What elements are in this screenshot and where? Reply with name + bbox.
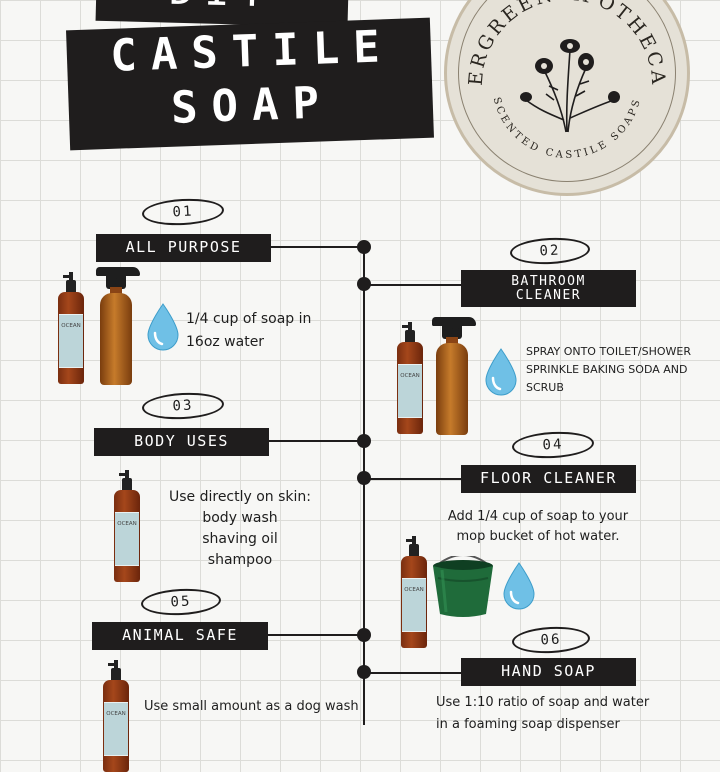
step-desc-01: 1/4 cup of soap in 16oz water (186, 308, 346, 354)
soap-pump-bottle: OCEAN (114, 470, 140, 582)
soap-pump-bottle: OCEAN (103, 660, 129, 772)
desc-line: mop bucket of hot water. (456, 529, 620, 544)
timeline-spine (363, 245, 365, 725)
desc-line: SCRUB (526, 381, 564, 394)
step-label-all-purpose: ALL PURPOSE (96, 234, 271, 262)
desc-line: Use small amount as a dog wash (144, 699, 359, 714)
step-label-hand-soap: HAND SOAP (461, 658, 636, 686)
desc-line: SPRAY ONTO TOILET/SHOWER (526, 345, 691, 358)
desc-line: body wash (202, 510, 278, 526)
desc-line: shampoo (207, 552, 273, 568)
desc-line: 1/4 cup of soap in (186, 311, 312, 327)
step-label-body-uses: BODY USES (94, 428, 269, 456)
desc-line: shaving oil (202, 531, 278, 547)
step-desc-02: SPRAY ONTO TOILET/SHOWER SPRINKLE BAKING… (526, 343, 716, 397)
connector-01 (270, 246, 362, 248)
water-drop-icon (485, 348, 517, 396)
spray-bottle (432, 315, 478, 435)
step-number-02: 02 (509, 235, 591, 267)
step-number-04: 04 (511, 429, 595, 461)
step-label-bathroom-cleaner: BATHROOM CLEANER (461, 270, 636, 307)
water-drop-icon (503, 562, 535, 610)
connector-06 (364, 672, 462, 674)
desc-line: Add 1/4 cup of soap to your (447, 509, 629, 524)
step-number-06: 06 (511, 624, 591, 656)
desc-line: 16oz water (186, 334, 265, 350)
soap-pump-bottle: OCEAN (401, 536, 427, 648)
step-label-floor-cleaner: FLOOR CLEANER (461, 465, 636, 493)
desc-line: in a foaming soap dispenser (436, 717, 620, 732)
connector-02 (364, 284, 462, 286)
step-label-animal-safe: ANIMAL SAFE (92, 622, 268, 650)
step-desc-03: Use directly on skin: body wash shaving … (160, 487, 320, 571)
bottle-label: OCEAN (398, 364, 422, 418)
logo-arc-top: EVERGREEN APOTHECARY (444, 0, 666, 88)
soap-pump-bottle: OCEAN (397, 322, 423, 434)
mop-bucket-icon (433, 556, 493, 617)
connector-04 (364, 478, 462, 480)
timeline-dot-05 (357, 628, 371, 642)
soap-pump-bottle: OCEAN (58, 272, 84, 384)
desc-line: Use directly on skin: (168, 489, 312, 505)
timeline-dot-03 (357, 434, 371, 448)
bottle-label: OCEAN (104, 702, 128, 756)
bottle-label: OCEAN (402, 578, 426, 632)
spray-bottle (96, 265, 142, 385)
step-number-03: 03 (141, 390, 225, 422)
svg-text:EVERGREEN APOTHECARY: EVERGREEN APOTHECARY (444, 0, 669, 88)
logo-artwork: EVERGREEN APOTHECARY SCENTED CASTILE SOA… (444, 0, 669, 161)
connector-05 (268, 634, 362, 636)
step-desc-04: Add 1/4 cup of soap to your mop bucket o… (430, 507, 646, 547)
step-desc-05: Use small amount as a dog wash (144, 697, 360, 717)
water-drop-icon (147, 303, 179, 351)
desc-line: SPRINKLE BAKING SODA AND (526, 363, 688, 376)
bottle-label: OCEAN (115, 512, 139, 566)
timeline-dot-01 (357, 240, 371, 254)
step-number-05: 05 (140, 586, 222, 618)
bottle-label: OCEAN (59, 314, 83, 368)
step-number-01: 01 (141, 196, 225, 228)
connector-03 (268, 440, 362, 442)
step-desc-06: Use 1:10 ratio of soap and water in a fo… (436, 692, 716, 736)
desc-line: Use 1:10 ratio of soap and water (436, 695, 650, 710)
